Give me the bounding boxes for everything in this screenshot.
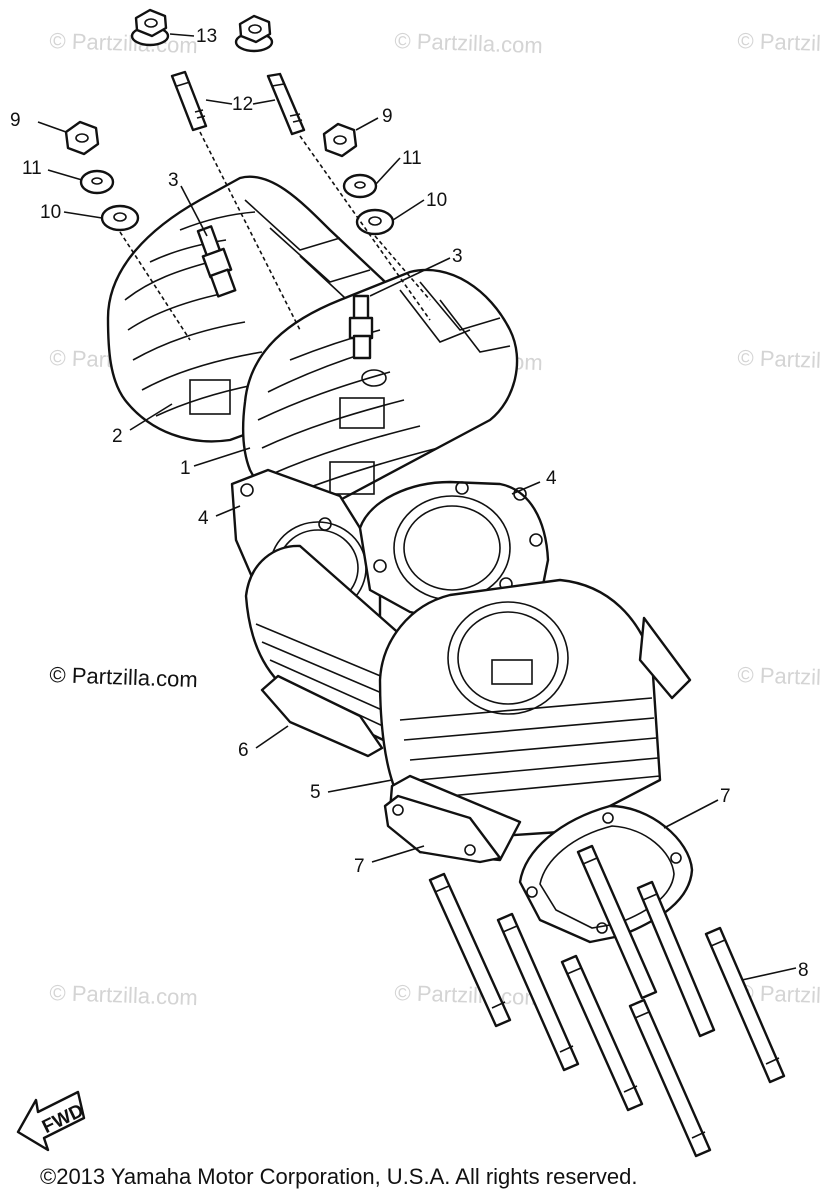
part-3-spark-plug[interactable] xyxy=(196,225,237,298)
callout-1: 1 xyxy=(180,458,191,479)
part-9-hex-nut[interactable] xyxy=(64,120,100,156)
callout-3: 3 xyxy=(168,170,179,191)
part-8-long-stud[interactable] xyxy=(704,926,786,1084)
part-8-long-stud[interactable] xyxy=(628,998,712,1158)
part-11-lock-washer[interactable] xyxy=(79,169,115,195)
partzilla-brand-text: © Partzilla.com xyxy=(49,662,199,693)
part-11-lock-washer[interactable] xyxy=(342,173,378,199)
callout-11: 11 xyxy=(22,158,42,179)
callout-9: 9 xyxy=(382,106,393,127)
part-8-long-stud[interactable] xyxy=(576,844,658,1000)
part-10-washer[interactable] xyxy=(355,208,395,236)
part-12-stud[interactable] xyxy=(266,72,306,136)
callout-4: 4 xyxy=(198,508,209,529)
part-13-flange-nut[interactable] xyxy=(130,8,170,47)
part-3-spark-plug[interactable] xyxy=(348,294,374,360)
part-12-stud[interactable] xyxy=(170,70,208,132)
callout-2: 2 xyxy=(112,426,123,447)
part-8-long-stud[interactable] xyxy=(428,872,512,1028)
part-13-flange-nut[interactable] xyxy=(234,14,274,53)
callout-5: 5 xyxy=(310,782,321,803)
callout-7: 7 xyxy=(720,786,731,807)
part-8-long-stud[interactable] xyxy=(560,954,644,1112)
callout-12: 12 xyxy=(232,94,253,115)
copyright-notice: ©2013 Yamaha Motor Corporation, U.S.A. A… xyxy=(40,1164,638,1189)
part-6-cylinder-left[interactable] xyxy=(244,544,422,758)
callout-13: 13 xyxy=(196,26,217,47)
callout-labels: 13 12 9 9 11 11 10 10 3 3 2 1 4 4 6 5 7 … xyxy=(10,26,809,981)
part-7-base-gasket-left[interactable] xyxy=(383,794,502,864)
callout-leader-lines xyxy=(37,33,797,981)
callout-6: 6 xyxy=(238,740,249,761)
callout-10: 10 xyxy=(40,202,61,223)
part-10-washer[interactable] xyxy=(100,204,140,232)
part-9-hex-nut[interactable] xyxy=(322,122,358,158)
assembly-guide-lines xyxy=(119,131,431,341)
fwd-arrow-icon: FWD xyxy=(16,1090,87,1152)
callout-10: 10 xyxy=(426,190,447,211)
callout-8: 8 xyxy=(798,960,809,981)
part-1-cylinder-head-right[interactable] xyxy=(241,268,519,507)
part-8-long-stud[interactable] xyxy=(636,880,716,1038)
callout-3: 3 xyxy=(452,246,463,267)
callout-4: 4 xyxy=(546,468,557,489)
callout-11: 11 xyxy=(402,148,422,169)
callout-9: 9 xyxy=(10,110,21,131)
part-8-long-stud[interactable] xyxy=(496,912,580,1072)
callout-7: 7 xyxy=(354,856,365,877)
